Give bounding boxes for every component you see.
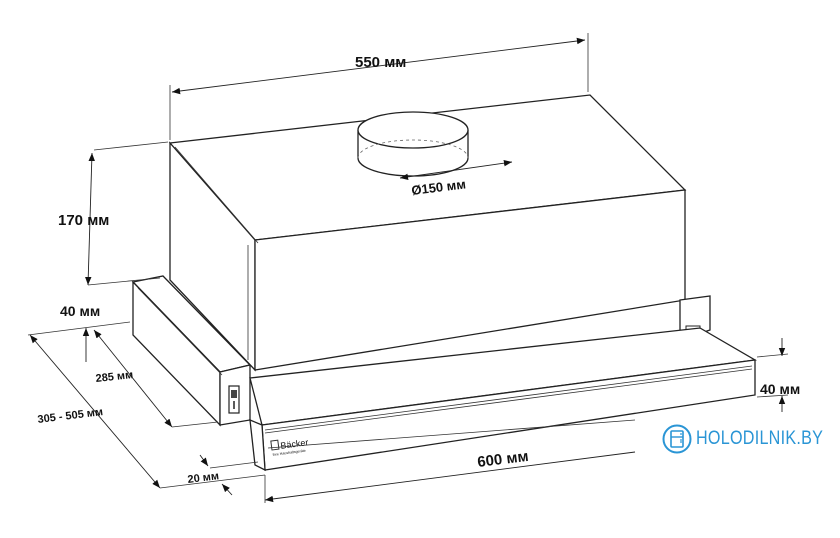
slide-out-tray [249, 327, 757, 472]
brand-logo: Bäcker Ihre Haushaltsgeräte [270, 437, 309, 457]
power-switch-icon [228, 385, 240, 414]
brand-tagline: Ihre Haushaltsgeräte [272, 449, 306, 457]
extended-depth-label: 305 - 505 мм [37, 406, 104, 426]
panel-height-right-label: 40 мм [760, 381, 800, 397]
duct-diameter-label: Ø150 мм [411, 176, 467, 198]
panel-depth-label: 20 мм [187, 470, 220, 486]
body-depth-label: 285 мм [95, 369, 134, 385]
hood-body [168, 94, 687, 372]
brand-name: Bäcker [280, 437, 309, 451]
body-height-label: 170 мм [58, 212, 109, 229]
tray-height-left-label: 40 мм [60, 303, 100, 319]
fridge-icon [662, 424, 692, 454]
dimension-lines [27, 33, 789, 503]
panel-width-label: 600 мм [476, 448, 529, 471]
width-label: 550 мм [355, 54, 406, 71]
watermark-logo: HOLODILNIK.BY [662, 424, 840, 454]
watermark-text: HOLODILNIK.BY [696, 428, 824, 449]
duct-outlet [357, 111, 469, 177]
